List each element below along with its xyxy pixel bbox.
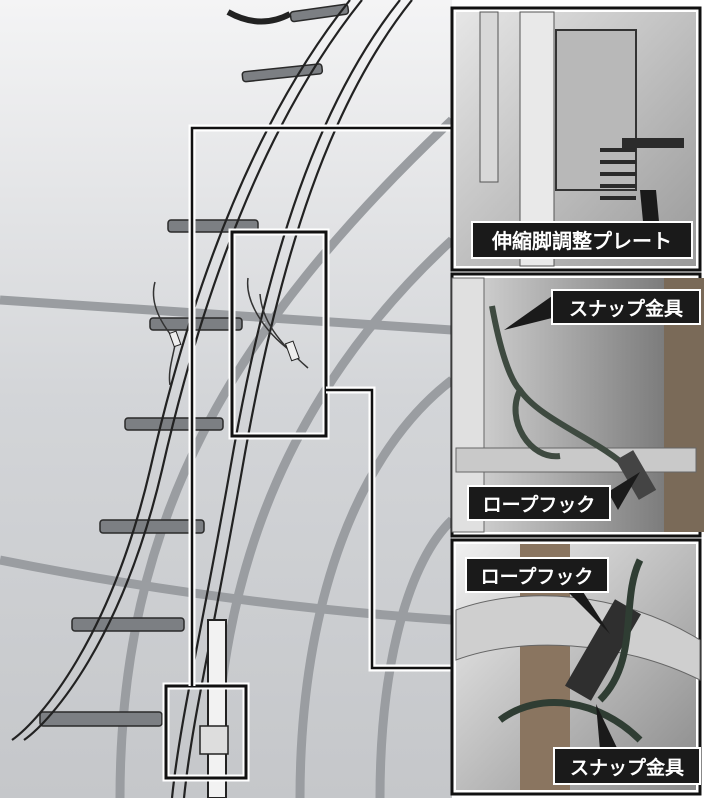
label-rope-hook-1: ロープフック <box>483 493 596 516</box>
label-snap-fitting-1: スナップ金具 <box>569 297 683 320</box>
callout-rope-hook-1: ロープフック <box>467 472 640 521</box>
callout-adjust-plate: 伸縮脚調整プレート <box>471 190 693 259</box>
rope-knot <box>497 699 643 743</box>
callout-snap-fitting-1: スナップ金具 <box>504 289 701 330</box>
label-adjust-plate: 伸縮脚調整プレート <box>491 229 672 253</box>
label-snap-fitting-2: スナップ金具 <box>570 756 684 779</box>
ladder-rails <box>11 0 413 798</box>
rope-hook-small <box>284 340 300 362</box>
ladder-top-hook <box>226 9 292 25</box>
label-rope-hook-2: ロープフック <box>481 565 594 588</box>
ladder-rungs <box>39 3 350 727</box>
telescoping-leg <box>207 619 227 798</box>
callout-snap-fitting-2: スナップ金具 <box>553 704 701 785</box>
leader-lines <box>188 124 452 686</box>
spring-icon <box>600 148 636 200</box>
rope-hook-photo-2 <box>565 599 641 701</box>
main-illustration <box>0 0 456 798</box>
callout-rope-hook-2: ロープフック <box>465 557 610 634</box>
adjust-plate-small <box>199 725 229 755</box>
